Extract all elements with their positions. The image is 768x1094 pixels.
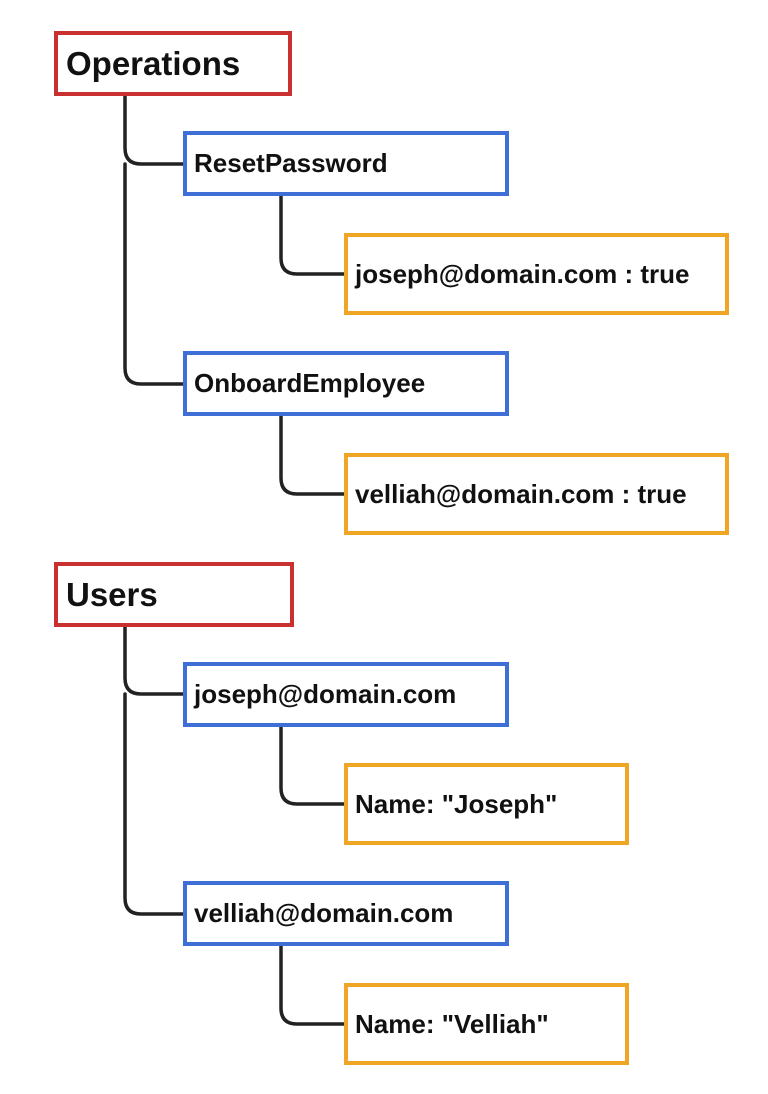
- connector-onboard-leaf: [279, 414, 346, 496]
- node-label: Name: "Velliah": [355, 1008, 549, 1039]
- node-user-joseph-value: Name: "Joseph": [344, 763, 629, 845]
- node-label: OnboardEmployee: [194, 368, 426, 398]
- connector-operations-reset: [123, 94, 185, 166]
- node-label: Name: "Joseph": [355, 788, 558, 819]
- node-onboard-employee: OnboardEmployee: [183, 351, 509, 416]
- node-reset-password: ResetPassword: [183, 131, 509, 196]
- node-label: joseph@domain.com : true: [355, 258, 690, 289]
- connector-velliah-leaf: [279, 944, 346, 1026]
- node-onboard-employee-value: velliah@domain.com : true: [344, 453, 729, 535]
- connector-joseph-leaf: [279, 725, 346, 806]
- connector-users-joseph: [123, 625, 185, 696]
- node-label: joseph@domain.com: [194, 679, 457, 709]
- connector-operations-onboard: [123, 162, 185, 386]
- node-label: Operations: [66, 44, 241, 82]
- node-user-velliah: velliah@domain.com: [183, 881, 509, 946]
- node-label: velliah@domain.com: [194, 898, 454, 928]
- node-label: Users: [66, 575, 158, 613]
- node-label: ResetPassword: [194, 148, 388, 178]
- connector-reset-leaf: [279, 194, 346, 276]
- node-label: velliah@domain.com : true: [355, 478, 687, 509]
- node-user-joseph: joseph@domain.com: [183, 662, 509, 727]
- node-users: Users: [54, 562, 294, 627]
- connector-users-velliah: [123, 692, 185, 916]
- node-reset-password-value: joseph@domain.com : true: [344, 233, 729, 315]
- node-user-velliah-value: Name: "Velliah": [344, 983, 629, 1065]
- node-operations: Operations: [54, 31, 292, 96]
